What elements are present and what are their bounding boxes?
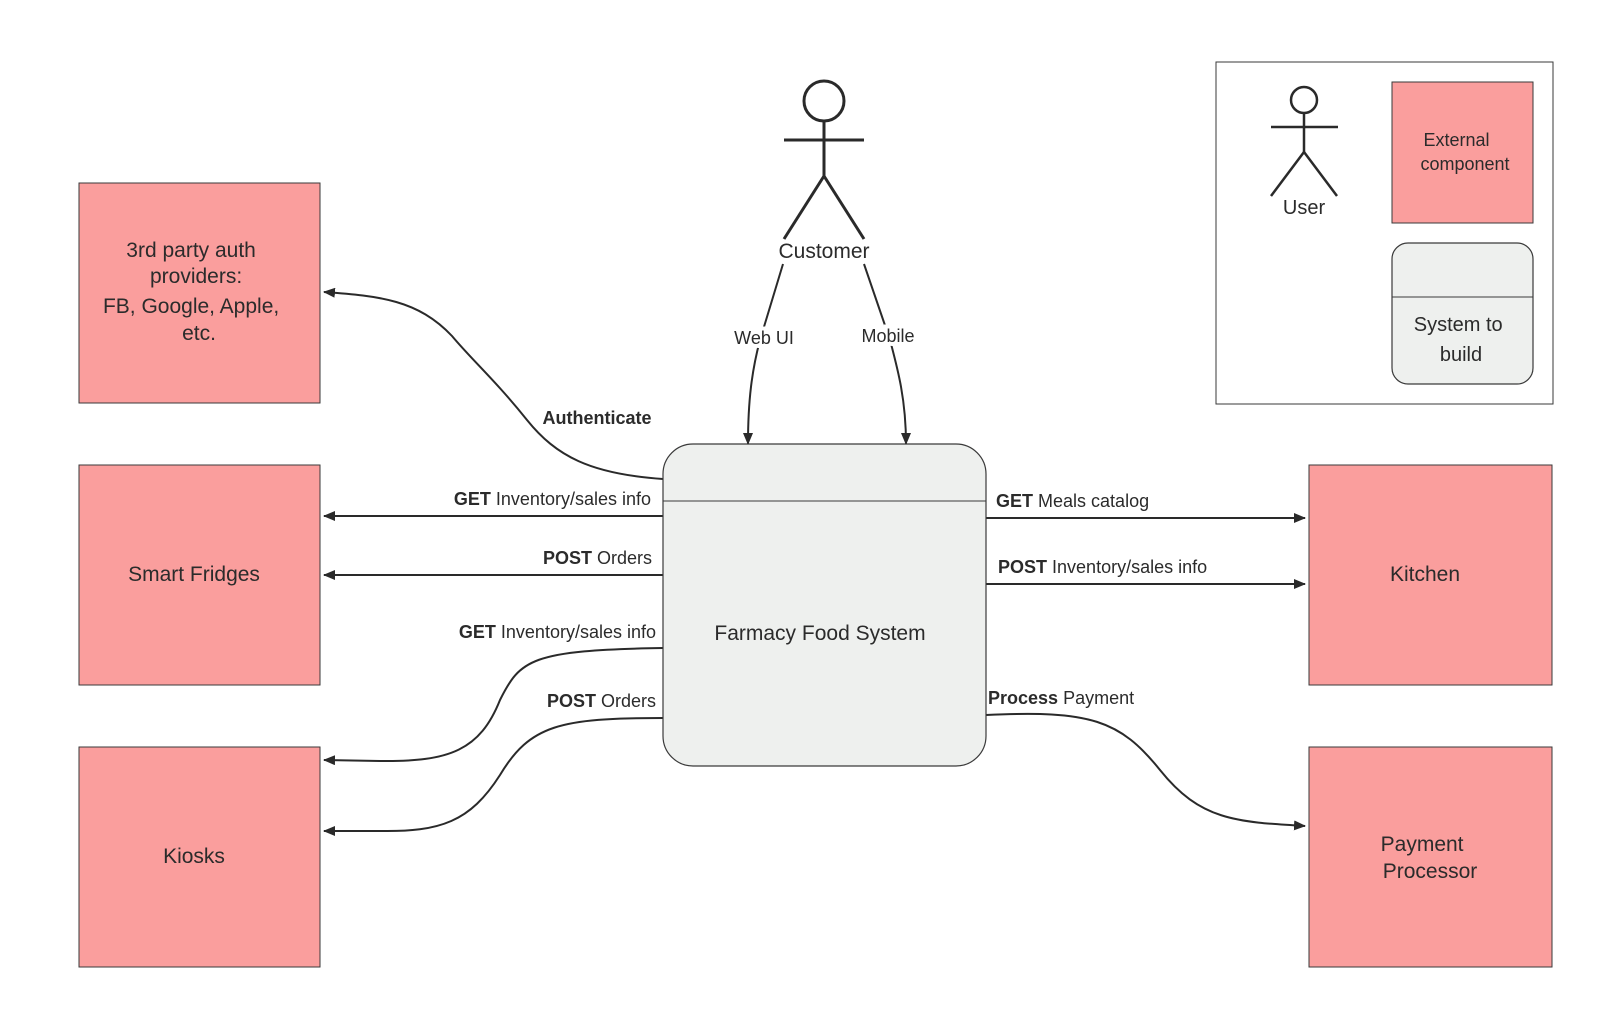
customer-label: Customer <box>778 240 869 263</box>
auth-label-line-1: 3rd party auth <box>126 239 256 262</box>
edge-label-fridge-post: POST Orders <box>543 548 652 568</box>
fridge-post-verb: POST <box>543 548 592 568</box>
kitchen-post-verb: POST <box>998 557 1047 577</box>
kiosks-box: Kiosks <box>78 746 321 968</box>
auth-label-line-3: FB, Google, Apple, <box>103 295 279 318</box>
auth-label-line-2: providers: <box>150 265 242 288</box>
legend-user-label: User <box>1283 197 1326 219</box>
edge-mobile <box>863 263 911 445</box>
kiosks-label: Kiosks <box>163 845 225 868</box>
payment-text: Payment <box>1063 688 1134 708</box>
kitchen-label: Kitchen <box>1390 563 1460 586</box>
edge-label-kiosk-get: GET Inventory/sales info <box>459 622 656 642</box>
edge-kiosk-post <box>323 717 664 836</box>
customer-leg-left <box>782 175 826 240</box>
customer-actor: Customer <box>778 79 870 263</box>
edge-kiosk-get <box>323 647 664 766</box>
kitchen-get-text: Meals catalog <box>1038 491 1149 511</box>
auth-label-line-4: etc. <box>182 322 216 345</box>
smart-fridges-box: Smart Fridges <box>78 464 321 686</box>
farmacy-food-system: Farmacy Food System <box>662 443 987 767</box>
kiosk-get-verb: GET <box>459 622 496 642</box>
payment-verb: Process <box>988 688 1058 708</box>
legend-user-head <box>1289 85 1319 115</box>
edge-label-kiosk-post: POST Orders <box>547 691 656 711</box>
auth-providers-box: 3rd party auth providers: FB, Google, Ap… <box>78 182 321 404</box>
customer-head <box>802 79 846 123</box>
edges <box>323 263 1306 836</box>
payment-processor-box: Payment Processor <box>1308 746 1553 968</box>
kiosk-post-text: Orders <box>601 691 656 711</box>
legend-system-to-build: System to build <box>1391 242 1534 385</box>
svg-text:Payment Processor: Payment Processor <box>1381 833 1478 883</box>
legend-external-line-1: External <box>1423 130 1489 150</box>
legend-system-line-1: System to <box>1414 314 1503 336</box>
edge-payment <box>985 712 1306 831</box>
payment-label-line-1: Payment <box>1381 833 1464 856</box>
system-label: Farmacy Food System <box>714 622 925 645</box>
edge-web-ui <box>743 263 784 445</box>
smart-fridges-label: Smart Fridges <box>128 563 260 586</box>
svg-text:3rd party auth providers: 3rd party auth providers: FB, Google, Ap… <box>103 239 285 345</box>
legend: User External component System to build <box>1215 61 1554 405</box>
fridge-get-verb: GET <box>454 489 491 509</box>
edge-label-web-ui: Web UI <box>734 328 794 348</box>
legend-external-line-2: component <box>1420 154 1509 174</box>
edge-label-kitchen-post: POST Inventory/sales info <box>998 557 1207 577</box>
edge-label-mobile: Mobile <box>861 326 914 346</box>
customer-leg-right <box>822 175 866 240</box>
edge-authenticate <box>323 287 664 480</box>
legend-user: User <box>1270 85 1338 219</box>
kitchen-box: Kitchen <box>1308 464 1553 686</box>
fridge-post-text: Orders <box>597 548 652 568</box>
edge-label-payment: Process Payment <box>988 688 1134 708</box>
edge-labels: Web UI Mobile Authenticate GET Inventory… <box>454 322 1207 711</box>
legend-user-leg-left <box>1270 151 1305 197</box>
payment-label-line-2: Processor <box>1383 860 1478 883</box>
legend-external-component: External component <box>1391 81 1534 224</box>
edge-label-fridge-get: GET Inventory/sales info <box>454 489 651 509</box>
legend-system-line-2: build <box>1440 344 1482 366</box>
kiosk-post-verb: POST <box>547 691 596 711</box>
edge-label-authenticate: Authenticate <box>542 408 651 428</box>
legend-user-leg-right <box>1303 151 1338 197</box>
kitchen-post-text: Inventory/sales info <box>1052 557 1207 577</box>
fridge-get-text: Inventory/sales info <box>496 489 651 509</box>
edge-label-kitchen-get: GET Meals catalog <box>996 491 1149 511</box>
svg-text:External component: External component <box>1420 130 1509 174</box>
kiosk-get-text: Inventory/sales info <box>501 622 656 642</box>
kitchen-get-verb: GET <box>996 491 1033 511</box>
svg-text:System to build: System to build <box>1414 314 1508 366</box>
